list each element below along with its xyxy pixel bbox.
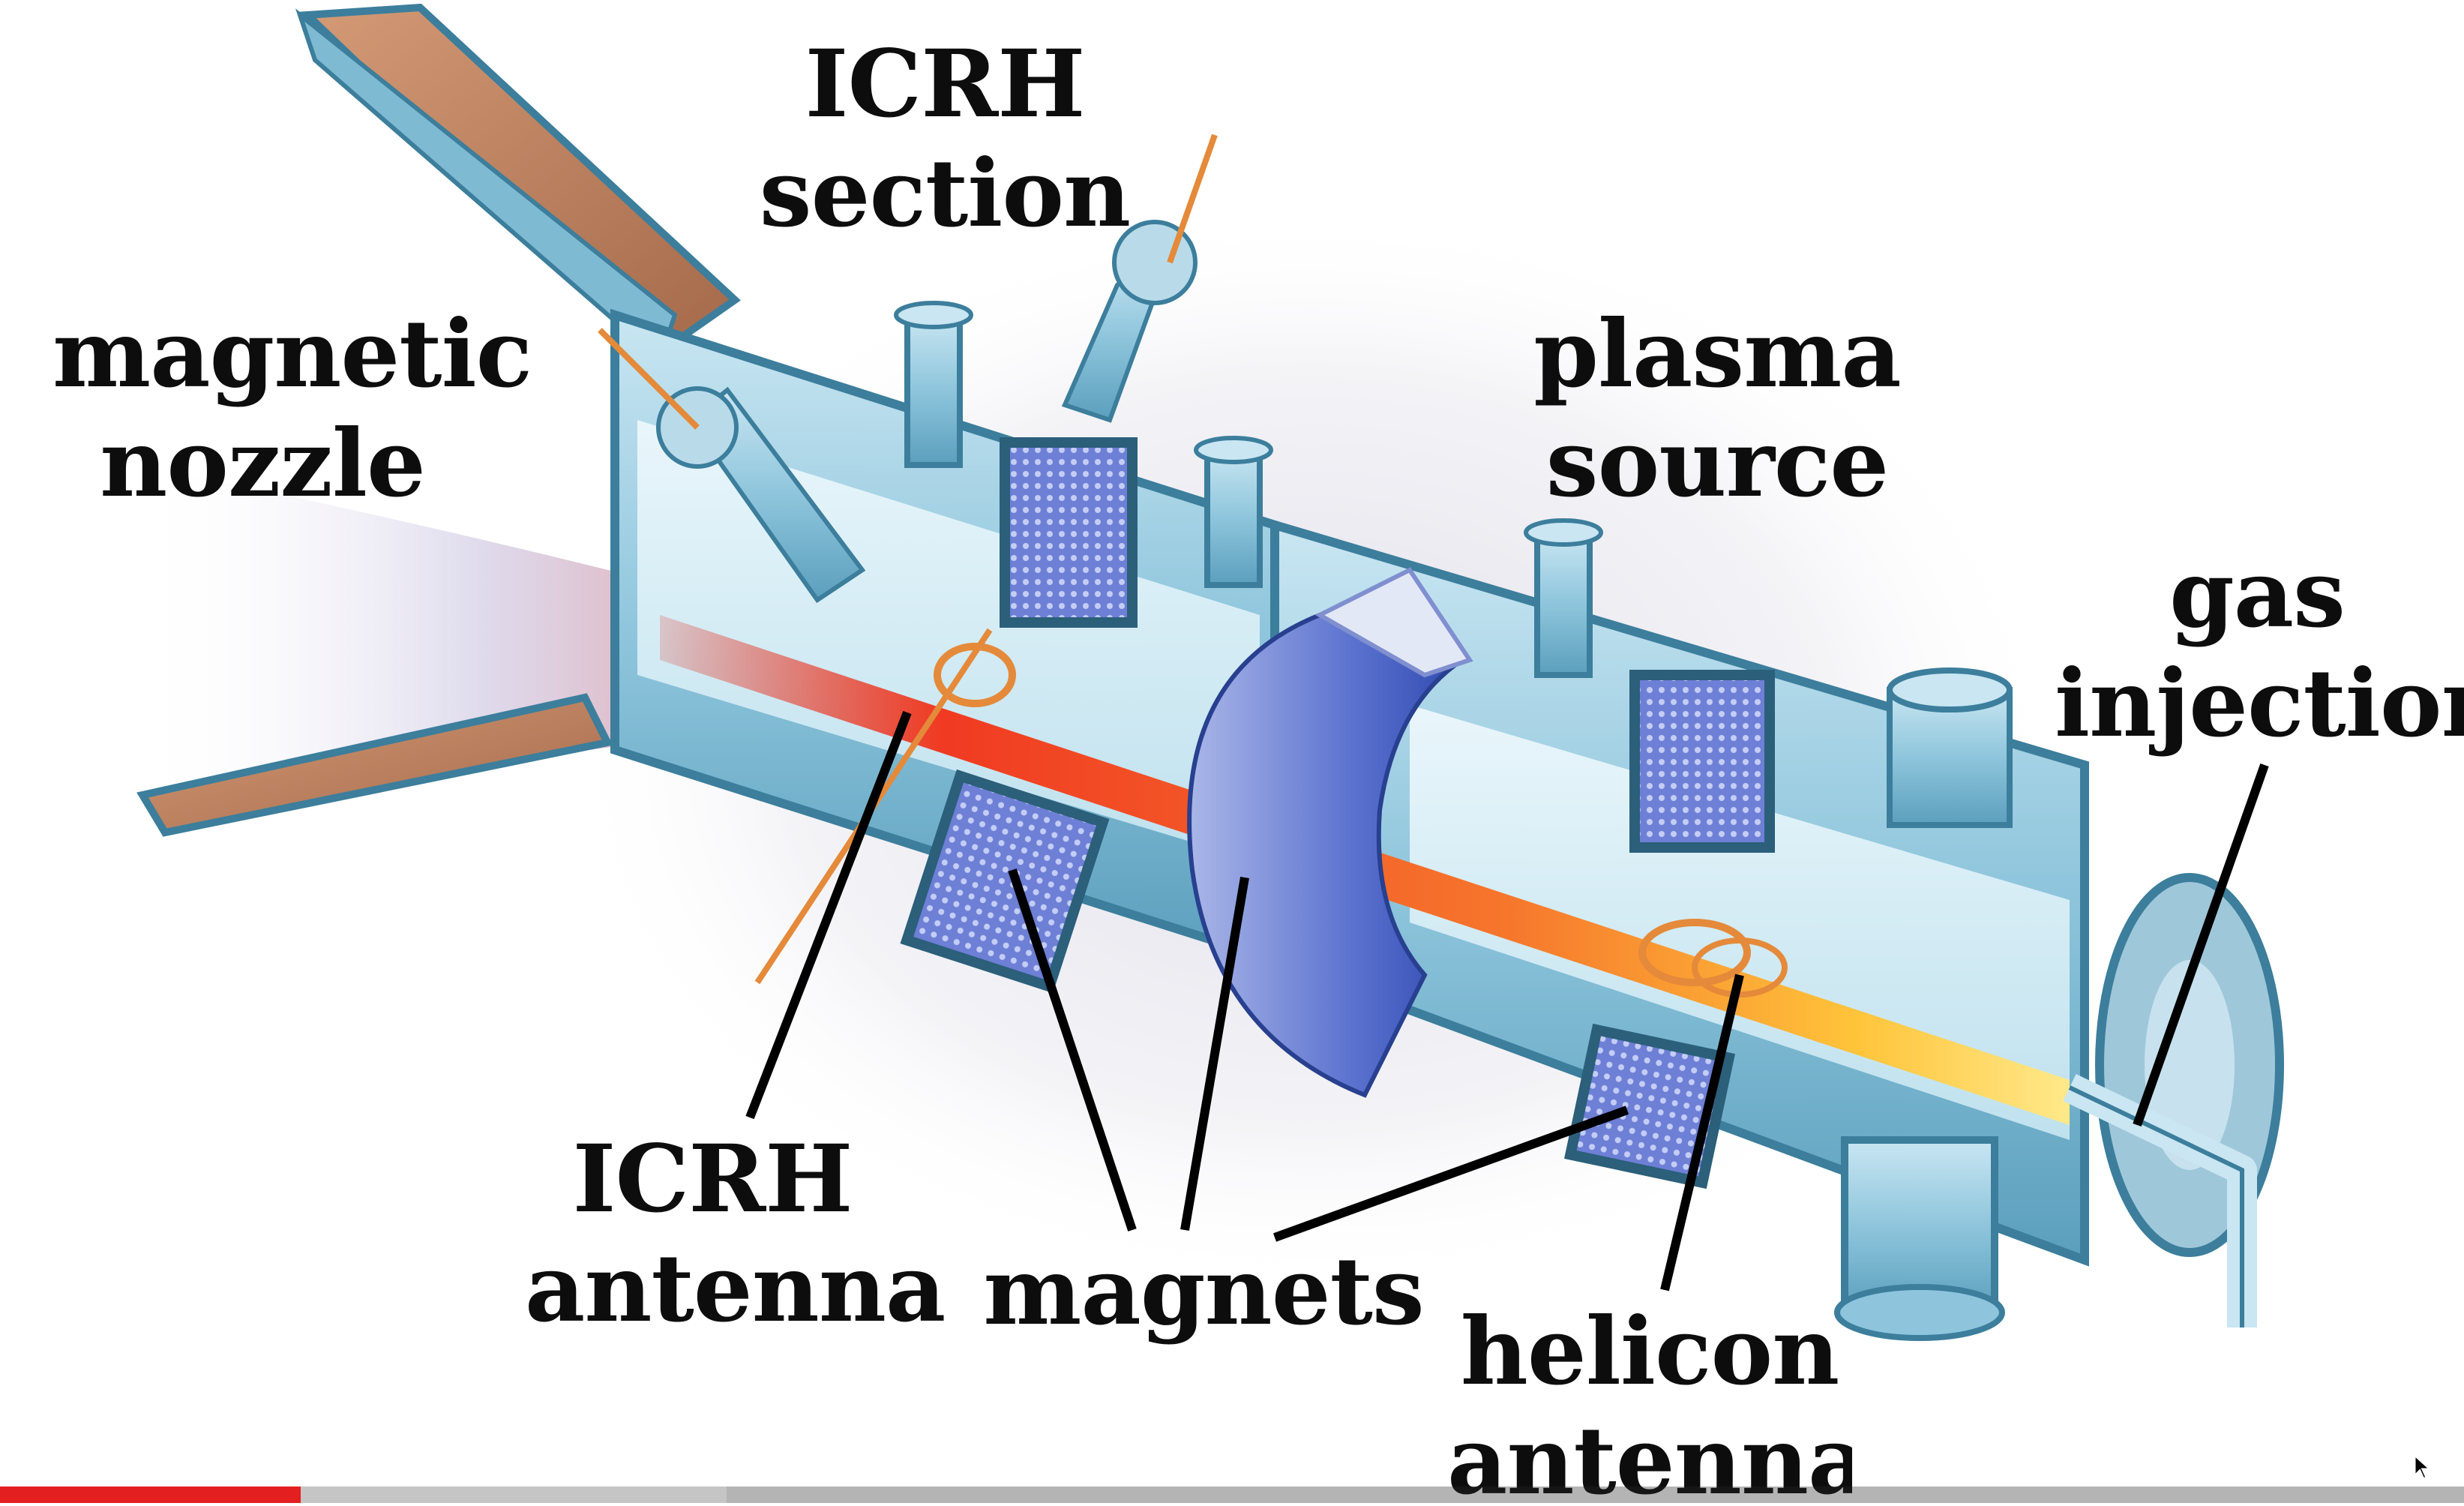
label-magnets: magnets xyxy=(983,1238,1424,1346)
port-2 xyxy=(1204,447,1263,588)
label-gas-injection: gas injection xyxy=(2055,540,2464,758)
video-played-bar[interactable] xyxy=(0,1486,301,1503)
nozzle-coil-lower xyxy=(136,693,613,837)
central-disk xyxy=(1187,612,1467,1098)
pointer-icrh-antenna xyxy=(745,710,912,1120)
icrh-loop xyxy=(934,643,1016,707)
mouse-cursor-icon xyxy=(2413,1454,2433,1481)
video-progress-bar[interactable] xyxy=(0,1486,2464,1503)
magnet-coil-1 xyxy=(1000,437,1138,628)
magnet-coil-2 xyxy=(900,769,1110,994)
label-helicon-antenna: helicon antenna xyxy=(1447,1298,1852,1497)
label-icrh-antenna: ICRH antenna xyxy=(525,1125,946,1343)
magnet-coil-3 xyxy=(1629,670,1775,853)
helicon-loop xyxy=(1638,919,1751,986)
label-plasma-source: plasma source xyxy=(1533,300,1902,518)
port-1 xyxy=(904,312,963,468)
port-3 xyxy=(1534,530,1593,678)
pointer-magnets-2 xyxy=(1180,876,1249,1232)
pointer-magnets-3 xyxy=(1272,1106,1629,1242)
pointer-helicon-antenna xyxy=(1660,974,1744,1292)
label-magnetic-nozzle: magnetic nozzle xyxy=(52,300,532,518)
label-icrh-section: ICRH section xyxy=(759,30,1131,248)
pointer-magnets-1 xyxy=(1008,868,1137,1232)
magnet-coil-4 xyxy=(1563,1023,1736,1190)
pointer-gas-injection xyxy=(2133,763,2269,1127)
nozzle-plume xyxy=(135,465,900,840)
